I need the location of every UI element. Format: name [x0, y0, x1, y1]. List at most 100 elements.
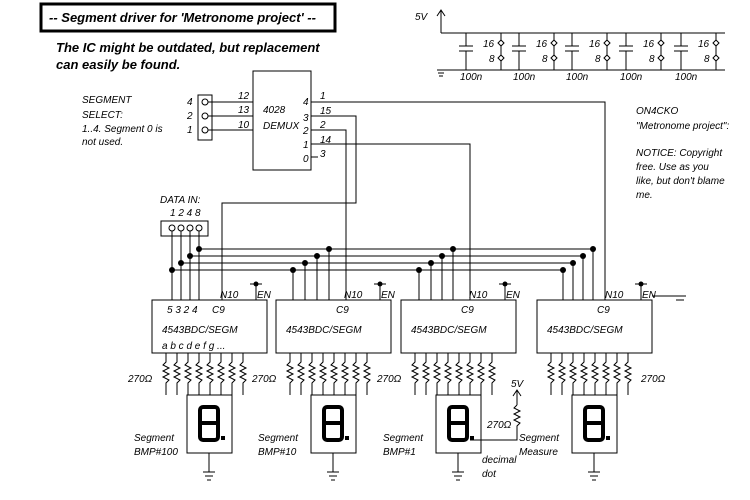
credits-notice-4: me. [636, 190, 653, 201]
vdd-pin-label: 16 [643, 39, 655, 50]
credits-call: ON4CKO [636, 106, 678, 117]
decoder-en-label: EN [257, 290, 272, 301]
decoder-c9-label: C9 [597, 305, 610, 316]
decoder-name: 4543BDC/SEGM [286, 325, 362, 336]
select-pin-1: 1 [187, 125, 193, 136]
resistor-label: 270Ω [376, 374, 402, 385]
decoder-name: 4543BDC/SEGM [411, 325, 487, 336]
driver-stages: 5 3 2 4 C9 N10 EN 4543BDC/SEGM a b c d e f g … [127, 246, 686, 481]
demux-name-1: 4028 [263, 105, 286, 116]
display-label-2: Measure [519, 447, 558, 458]
decoupling-capacitor: 100n 16 8 [459, 33, 505, 83]
driver-stage: 5 3 2 4 C9 N10 EN 4543BDC/SEGM a b c d e f g … [127, 246, 272, 481]
decoder-name: 4543BDC/SEGM [547, 325, 623, 336]
credits-notice-2: free. Use as you [636, 162, 709, 173]
decoder-ic [400, 299, 517, 354]
decoder-n10-label: N10 [220, 290, 239, 301]
decoupling-capacitors: 100n 16 8 100n 16 8 100n 16 8 100n 16 8 100n 16 8 [459, 33, 720, 83]
vdd-pin-label: 16 [483, 39, 495, 50]
segment-select-label-2: SELECT: [82, 110, 123, 121]
decoder-input-pins: 5 3 2 4 [167, 305, 198, 316]
seven-segment-display [186, 394, 233, 454]
decimal-dot-network: 5V 270Ω decimal dot [470, 379, 525, 480]
decoder-en-label: EN [506, 290, 521, 301]
display-label-2: BMP#1 [383, 447, 416, 458]
decoder-segment-pins: a b c d e f g ... [162, 341, 225, 352]
demux-out-0: 0 [303, 154, 309, 165]
demux-name-2: DEMUX [263, 121, 299, 132]
demux-pinnum-1: 1 [320, 91, 326, 102]
vss-pin-label: 8 [542, 54, 548, 65]
demux-out-1: 1 [303, 140, 309, 151]
cap-value-label: 100n [460, 72, 483, 83]
demux-pinnum-14: 14 [320, 135, 332, 146]
decimal-dot-label-1: decimal [482, 455, 517, 466]
segment-select-label-3: 1..4. Segment 0 is [82, 124, 163, 135]
demux-out-4: 4 [303, 97, 309, 108]
vdd-pin-label: 16 [589, 39, 601, 50]
cap-value-label: 100n [675, 72, 698, 83]
decimal-resistor-label: 270Ω [486, 420, 512, 431]
decoder-en-label: EN [642, 290, 657, 301]
vdd-pin-label: 16 [698, 39, 710, 50]
vss-pin-label: 8 [704, 54, 710, 65]
note-line1: The IC might be outdated, but replacemen… [56, 40, 320, 55]
segment-select-label-1: SEGMENT [82, 95, 132, 106]
decimal-5v-label: 5V [511, 379, 525, 390]
demux-in-pin-10: 10 [238, 120, 250, 131]
decoder-ic [536, 299, 653, 354]
vss-pin-label: 8 [649, 54, 655, 65]
decoder-c9-label: C9 [212, 305, 225, 316]
title-text: -- Segment driver for 'Metronome project… [49, 10, 316, 25]
decimal-dot-label-2: dot [482, 469, 497, 480]
decoder-ic [275, 299, 392, 354]
decoder-c9-label: C9 [336, 305, 349, 316]
title-box [39, 2, 337, 33]
demux-out-2: 2 [302, 126, 309, 137]
demux-out-3: 3 [303, 113, 309, 124]
note-line2: can easily be found. [56, 57, 180, 72]
decoder-c9-label: C9 [461, 305, 474, 316]
decoupling-capacitor: 100n 16 8 [512, 33, 558, 83]
resistor-label: 270Ω [251, 374, 277, 385]
vss-pin-label: 8 [595, 54, 601, 65]
demux-pinnum-2: 2 [319, 120, 326, 131]
credits-project: "Metronome project": [636, 121, 729, 132]
vdd-pin-label: 16 [536, 39, 548, 50]
data-in-pins: 1 2 4 8 [170, 208, 201, 219]
demux-in-pin-13: 13 [238, 105, 250, 116]
decoupling-capacitor: 100n 16 8 [674, 33, 720, 83]
decoder-n10-label: N10 [605, 290, 624, 301]
display-label-2: BMP#100 [134, 447, 178, 458]
display-label-1: Segment [519, 433, 560, 444]
cap-value-label: 100n [513, 72, 536, 83]
decoupling-capacitor: 100n 16 8 [619, 33, 665, 83]
demux-in-pin-12: 12 [238, 91, 250, 102]
credits-notice-3: like, but don't blame [636, 176, 725, 187]
select-pin-4: 4 [187, 97, 193, 108]
demux-ic [252, 70, 312, 171]
display-label-1: Segment [258, 433, 299, 444]
resistor-label: 270Ω [640, 374, 666, 385]
display-label-1: Segment [134, 433, 175, 444]
select-pin-2: 2 [186, 111, 193, 122]
vss-pin-label: 8 [489, 54, 495, 65]
decoder-n10-label: N10 [469, 290, 488, 301]
cap-value-label: 100n [620, 72, 643, 83]
credits-notice-1: NOTICE: Copyright [636, 148, 723, 159]
decoupling-capacitor: 100n 16 8 [565, 33, 611, 83]
decoder-name: 4543BDC/SEGM [162, 325, 238, 336]
supply-5v-label: 5V [415, 12, 429, 23]
demux-pinnum-3: 3 [320, 149, 326, 160]
display-label-2: BMP#10 [258, 447, 297, 458]
resistor-label: 270Ω [127, 374, 153, 385]
display-label-1: Segment [383, 433, 424, 444]
decoder-en-label: EN [381, 290, 396, 301]
data-in-label: DATA IN: [160, 195, 201, 206]
power-rail: 5V [415, 9, 725, 77]
cap-value-label: 100n [566, 72, 589, 83]
